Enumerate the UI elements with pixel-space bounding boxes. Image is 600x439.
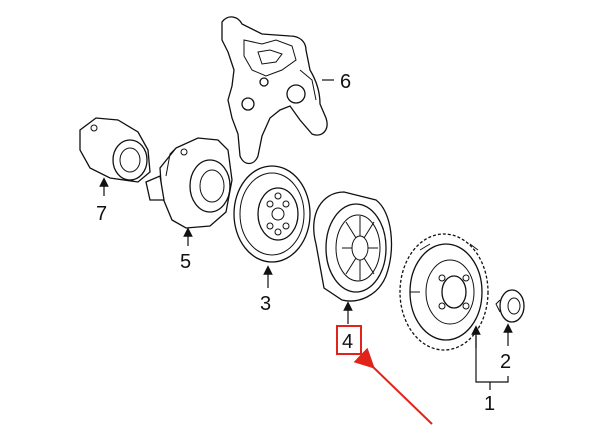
clutch-disc-part-3 (233, 165, 311, 263)
callout-label-1: 1 (484, 393, 495, 415)
callout-leader-1 (475, 336, 509, 390)
flywheel-part-1 (399, 233, 489, 351)
callout-highlight-box (336, 325, 362, 355)
pilot-bearing-part-2 (495, 289, 525, 323)
bracket-part-6 (221, 16, 328, 165)
release-bearing-part-5 (145, 137, 233, 229)
callout-label-2: 2 (500, 351, 511, 373)
callout-label-6: 6 (340, 71, 351, 93)
callout-label-3: 3 (260, 293, 271, 315)
slave-cylinder-part-7 (79, 117, 151, 183)
red-pointer-arrow (353, 347, 433, 425)
pressure-plate-part-4 (313, 191, 393, 302)
callout-label-4: 4 (342, 331, 353, 353)
callout-label-7: 7 (96, 203, 107, 225)
callout-label-5: 5 (180, 251, 191, 273)
